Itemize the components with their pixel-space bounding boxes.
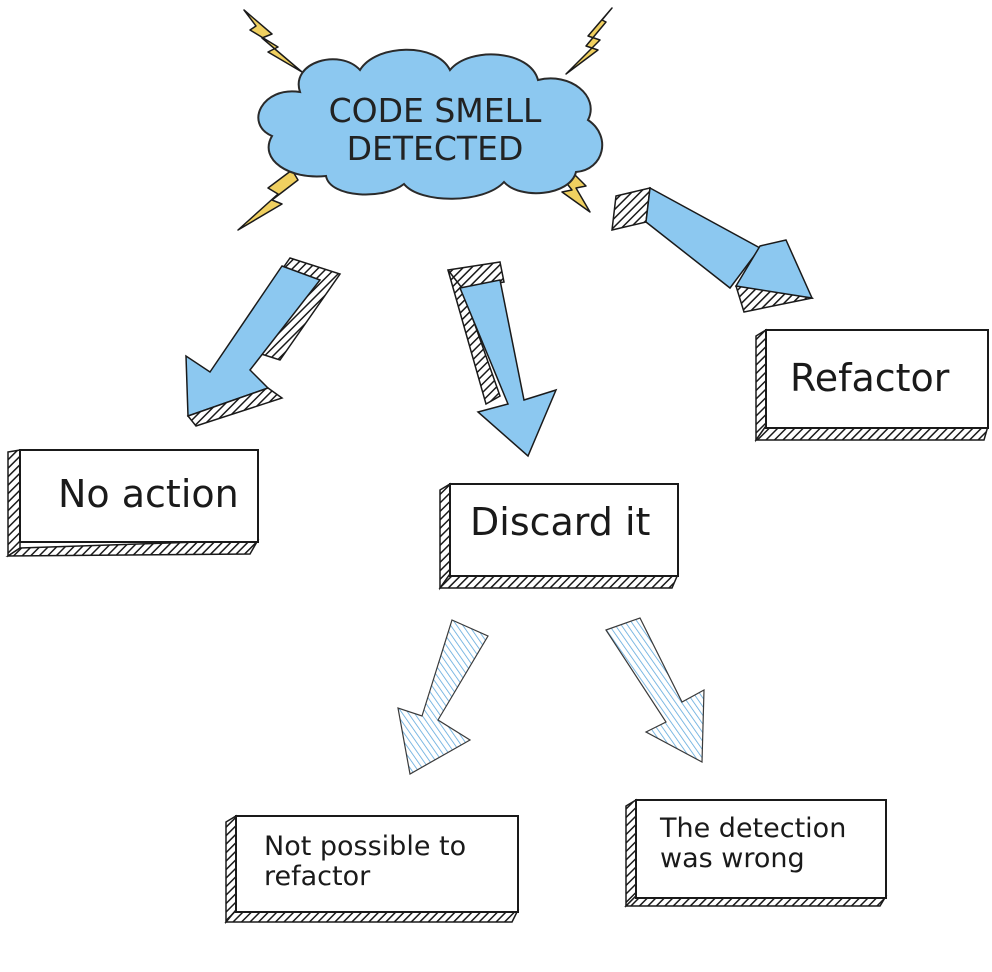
arrow-to-refactor [611,186,815,313]
no-action-label: No action [58,472,239,516]
wrong-detection-label: The detection was wrong [660,813,847,874]
lightning-icon [565,7,613,75]
discard-box [438,482,680,591]
lightning-icon [237,169,299,231]
code-smell-cloud [257,48,604,200]
cloud-title: CODE SMELL DETECTED [300,92,570,168]
refactor-box [754,328,989,443]
arrow-to-discard [446,261,558,458]
discard-label: Discard it [470,500,651,544]
cloud-title-line1: CODE SMELL [328,91,542,130]
refactor-label: Refactor [790,356,950,400]
no-action-box [5,449,260,558]
cloud-title-line2: DETECTED [346,129,524,168]
arrow-to-not-possible [397,619,489,775]
not-possible-label: Not possible to refactor [264,831,467,892]
wrong-detection-box [624,798,888,908]
not-possible-box [224,814,520,925]
arrow-to-no-action [185,257,342,427]
arrow-to-wrong-detection [605,617,705,763]
lightning-icon [243,9,303,73]
